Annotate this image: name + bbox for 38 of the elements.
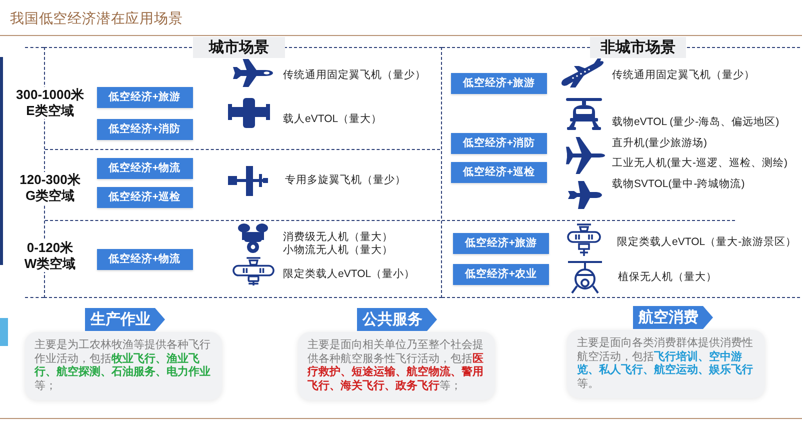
scenario-tag: 低空经济+巡检: [96, 186, 192, 208]
page-title: 我国低空经济潜在应用场景: [10, 11, 183, 29]
aircraft-label: 直升机(量少旅游场): [612, 137, 707, 149]
scenario-tag: 低空经济+旅游: [453, 232, 549, 254]
altitude-label: W类空域: [22, 256, 78, 272]
card-text: 主要是面向相关单位乃至整个社会提供各种航空服务性飞行活动，包括医疗救护、短途运输、航空物流、警用飞行、海关飞行、政务飞行等；: [308, 339, 484, 393]
aircraft-label: 传统通用固定翼飞机（量少）: [283, 69, 426, 81]
aircraft-label: 工业无人机(量大-巡逻、巡检、测绘): [612, 157, 788, 169]
altitude-label: 120-300米: [18, 172, 82, 188]
card-text: 主要是为工农林牧渔等提供各种飞行作业活动，包括牧业飞行、渔业飞行、航空探测、石油服务、电力作业等；: [34, 339, 212, 393]
heading-tab: 航空消费: [633, 306, 713, 329]
scenario-tag: 低空经济+消防: [451, 132, 547, 154]
scenario-tag: 低空经济+物流: [96, 158, 192, 178]
region-heading: 城市场景: [193, 37, 285, 58]
altitude-label: 300-1000米: [14, 87, 86, 103]
heading-tab: 生产作业: [85, 308, 165, 331]
aircraft-label: 限定类载人eVTOL（量小）: [283, 268, 416, 280]
scenario-tag: 低空经济+农业: [453, 264, 549, 284]
altitude-label: 0-120米: [24, 240, 76, 256]
altitude-label: G类空域: [23, 188, 77, 204]
aircraft-label: 限定类载人eVTOL（量大-旅游景区）: [617, 236, 797, 248]
aircraft-label: 专用多旋翼飞机（量少）: [285, 174, 406, 186]
aircraft-label: 载人eVTOL（量大）: [283, 113, 382, 125]
aircraft-label: 传统通用固定翼飞机（量少）: [612, 69, 755, 81]
card-text: 主要是面向各类消费群体提供消费性航空活动，包括飞行培训、空中游览、私人飞行、航空运动、娱乐飞行等。: [577, 337, 754, 391]
aircraft-label: 载物SVTOL(量中-跨城物流): [612, 178, 745, 190]
aircraft-label: 消费级无人机（量大）: [283, 231, 393, 243]
scenario-tag: 低空经济+旅游: [96, 86, 192, 108]
aircraft-label: 载物eVTOL (量少-海岛、偏远地区): [612, 116, 780, 128]
heading-tab: 公共服务: [357, 308, 437, 331]
scenario-tag: 低空经济+消防: [96, 118, 192, 140]
altitude-label: E类空域: [24, 103, 76, 119]
scenario-tag: 低空经济+旅游: [451, 72, 547, 94]
aircraft-label: 小物流无人机（量大）: [283, 244, 393, 256]
region-heading: 非城市场景: [590, 37, 686, 58]
aircraft-label: 植保无人机（量大）: [618, 271, 717, 283]
scenario-tag: 低空经济+巡检: [451, 162, 547, 182]
scenario-tag: 低空经济+物流: [96, 248, 192, 270]
